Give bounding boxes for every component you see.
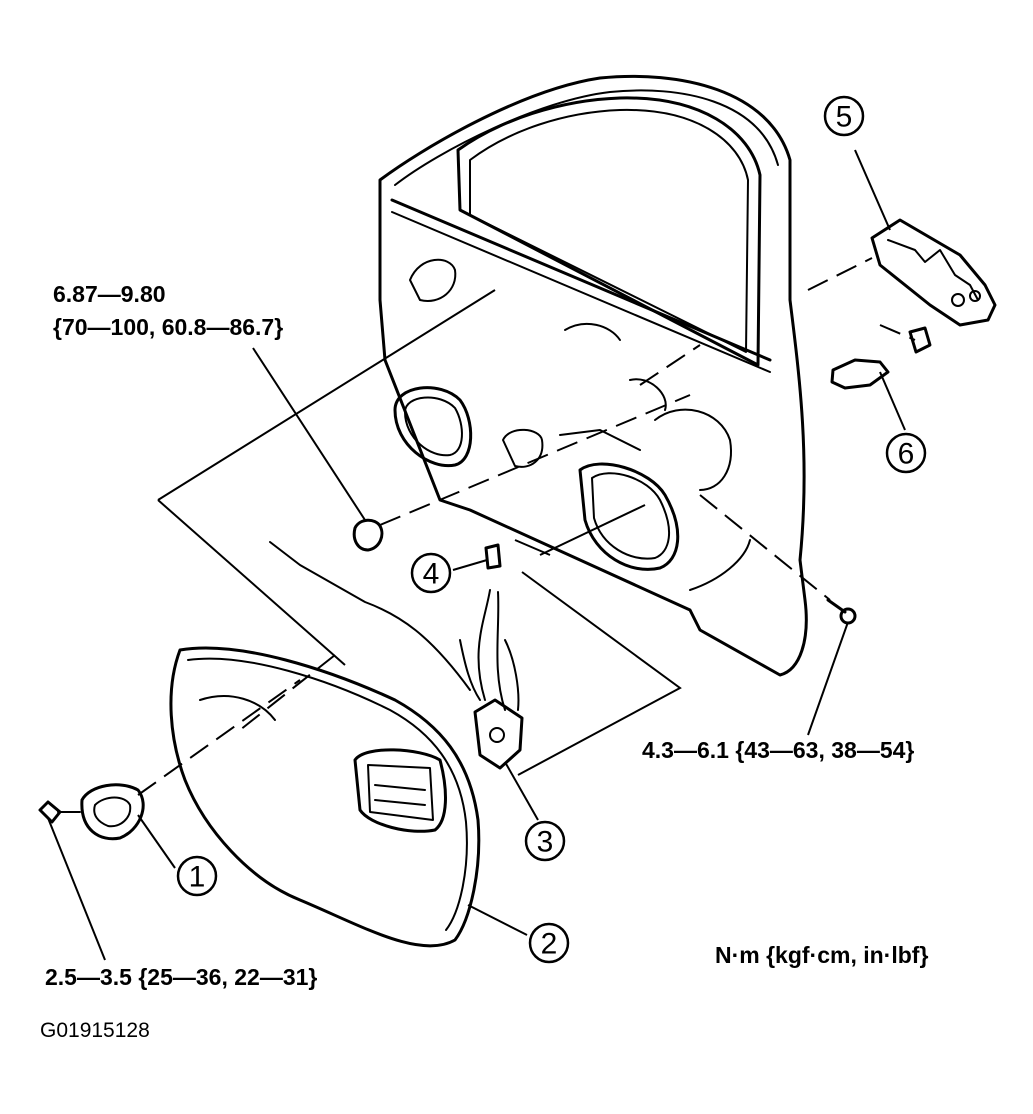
torque-units-legend: N·m {kgf·cm, in·lbf} xyxy=(715,942,928,968)
torque-spec-clip-nut-line1: 6.87—9.80 xyxy=(53,281,166,307)
leader-lines xyxy=(47,149,906,961)
lock-rods xyxy=(269,541,520,711)
torque-spec-lower-bolt: 4.3—6.1 {43—63, 38—54} xyxy=(642,737,914,763)
callout-3: 3 xyxy=(524,820,566,862)
callout-1: 1 xyxy=(176,855,218,897)
figure-id: G01915128 xyxy=(40,1019,150,1042)
callout-4: 4 xyxy=(410,552,452,594)
door-frame xyxy=(378,74,808,677)
callout-2: 2 xyxy=(528,922,570,964)
callout-4-number: 4 xyxy=(423,558,440,591)
callout-3-number: 3 xyxy=(537,826,554,859)
torque-spec-handle-screw: 2.5—3.5 {25—36, 22—31} xyxy=(45,964,317,990)
callout-6: 6 xyxy=(885,432,927,474)
clip-nut xyxy=(352,518,384,552)
inner-handle-bezel xyxy=(38,783,145,841)
door-trim-screen xyxy=(169,646,481,948)
handle-bracket xyxy=(830,326,932,390)
callout-2-number: 2 xyxy=(541,928,558,961)
door-lock-actuator xyxy=(473,698,524,770)
callout-1-number: 1 xyxy=(189,861,206,894)
callout-5-number: 5 xyxy=(836,101,853,134)
callout-6-number: 6 xyxy=(898,438,915,471)
outer-door-handle xyxy=(870,218,997,327)
rod-clip xyxy=(484,543,502,570)
callout-5: 5 xyxy=(823,95,865,137)
lower-bolt xyxy=(826,598,857,625)
alignment-lines xyxy=(137,257,916,796)
torque-spec-clip-nut-line2: {70—100, 60.8—86.7} xyxy=(53,314,283,340)
